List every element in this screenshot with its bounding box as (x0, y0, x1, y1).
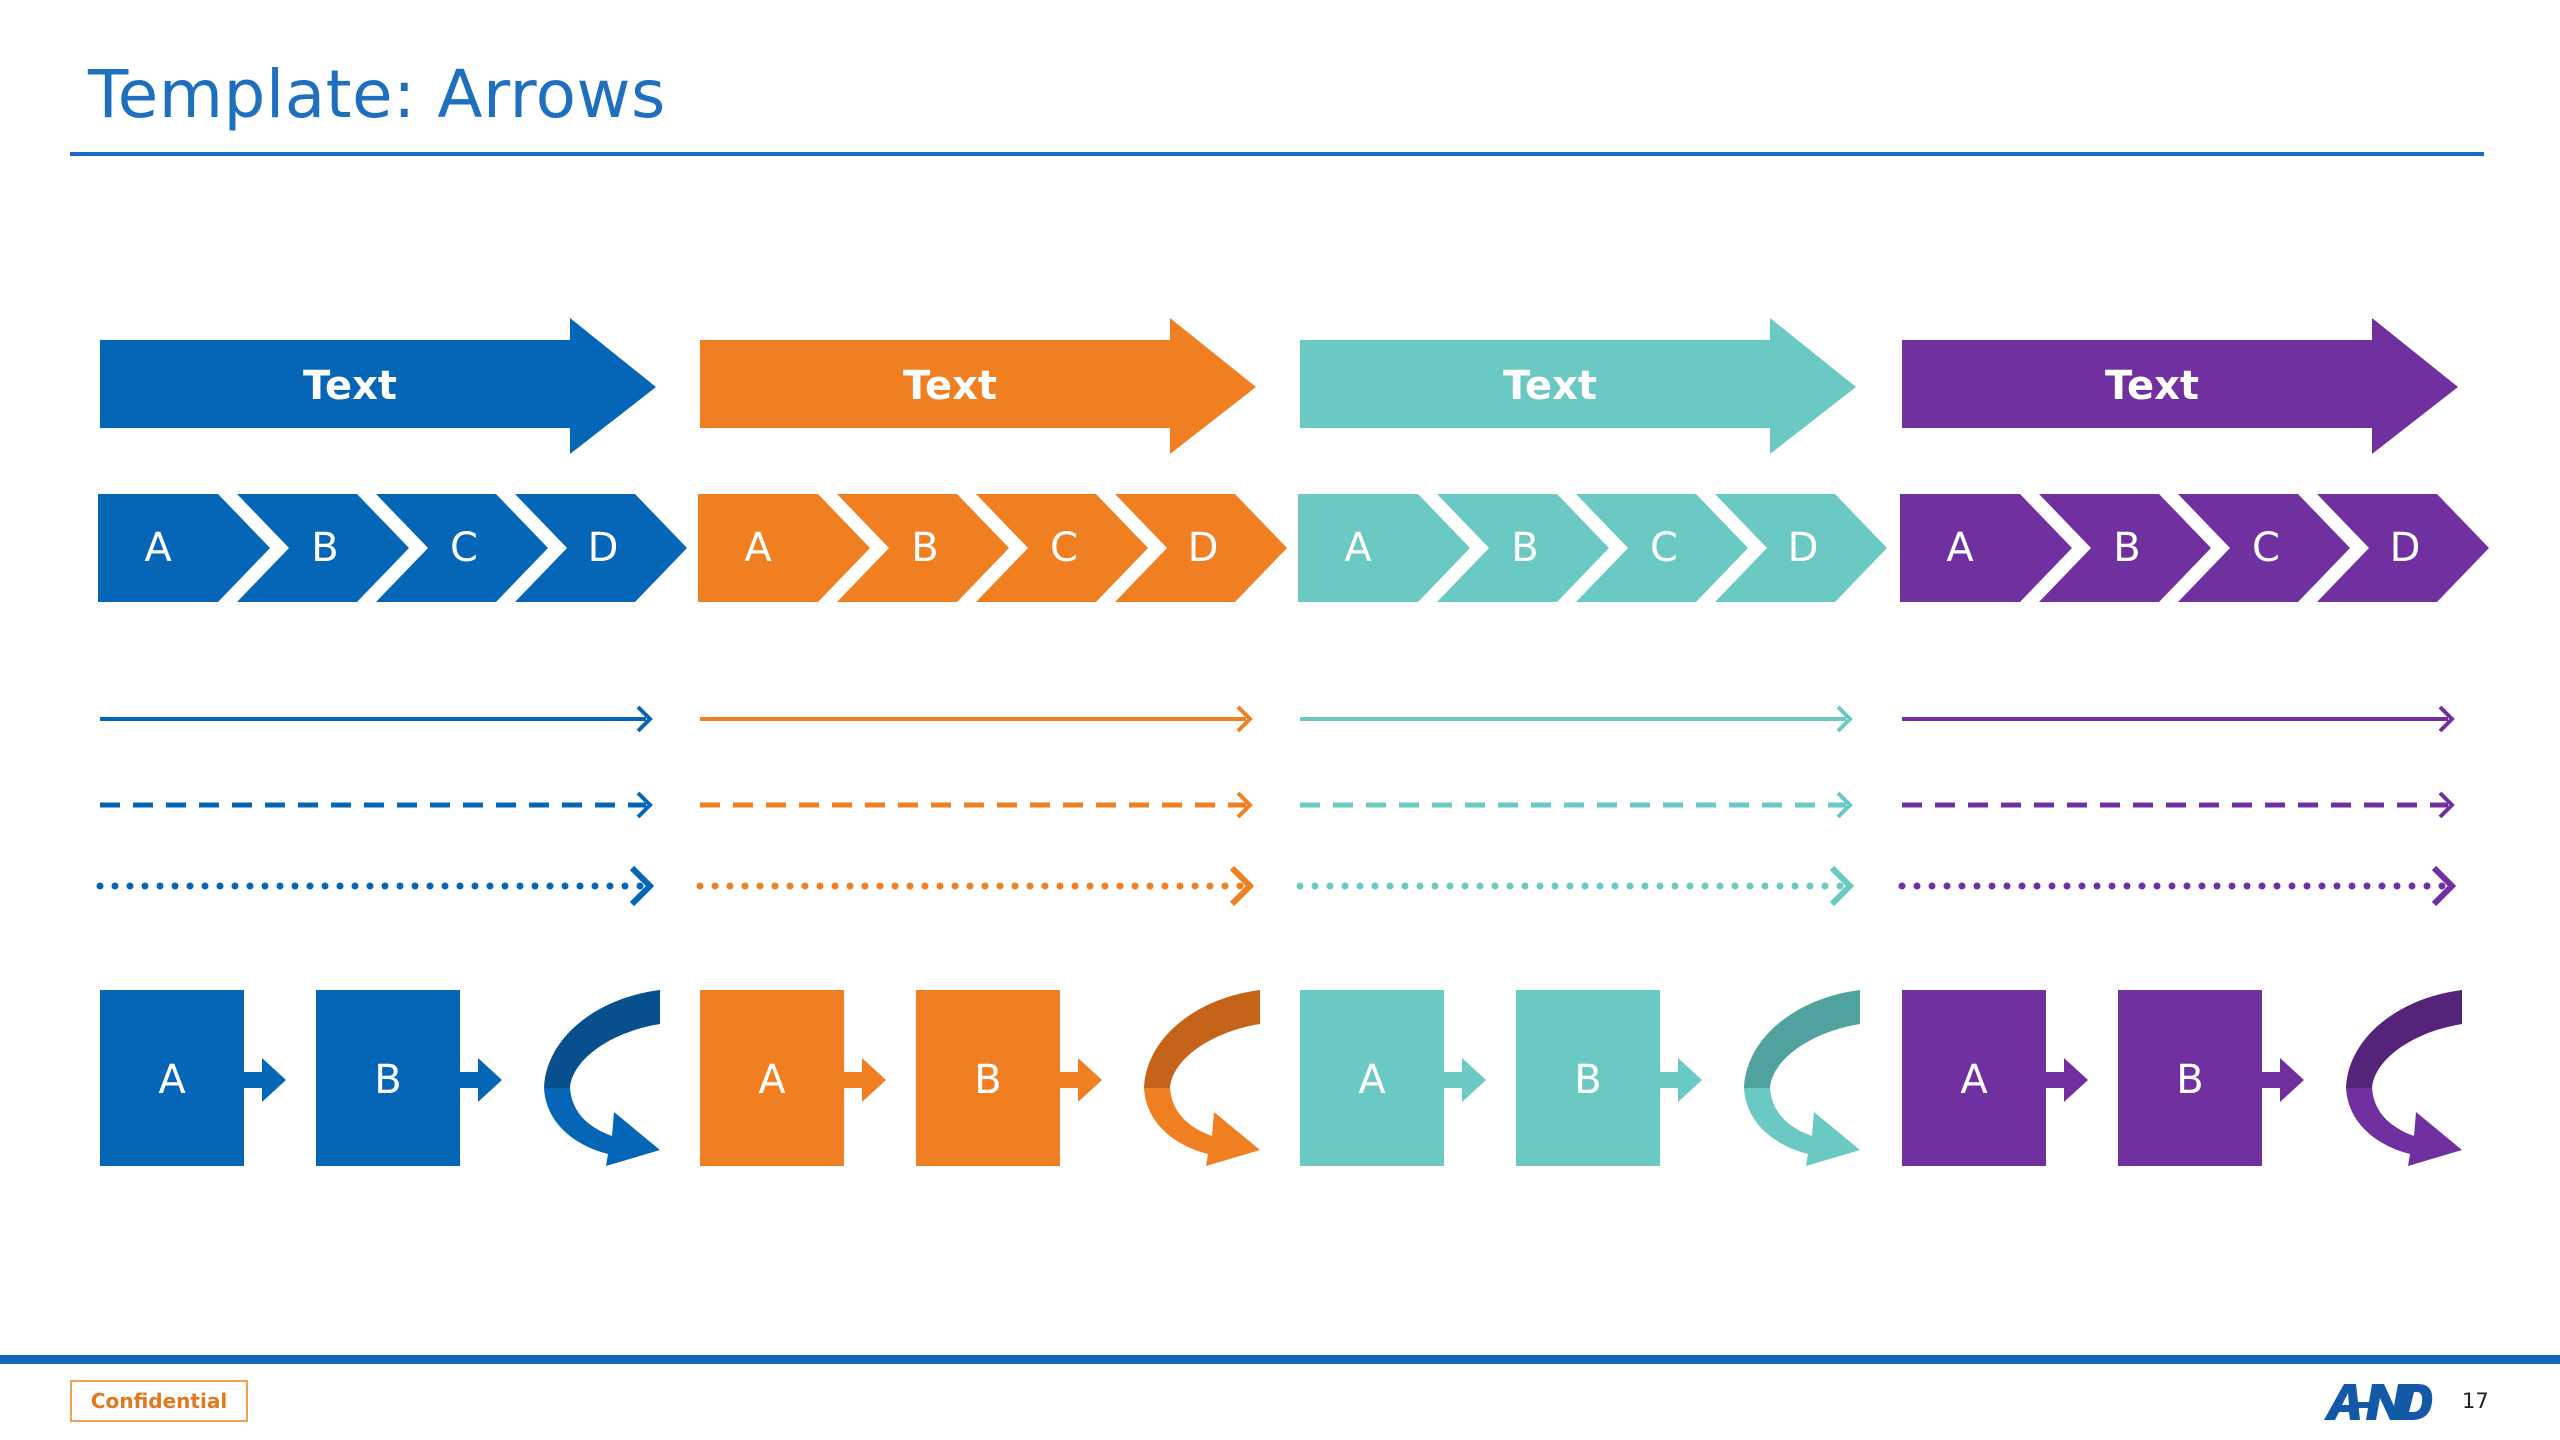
block-arrow-label: Text (2105, 363, 2199, 409)
flow-connector-arrow (244, 1058, 286, 1102)
title-divider (70, 152, 2484, 156)
chevron-step (1900, 494, 2072, 602)
arrowhead (2438, 705, 2455, 733)
chevron-step (376, 494, 548, 602)
flow-box-label: B (2176, 1057, 2203, 1103)
chevron-step (837, 494, 1009, 602)
chevron-step (2317, 494, 2489, 602)
chevron-label: C (2252, 525, 2280, 571)
footer-bar (0, 1355, 2560, 1364)
flow-connector-arrow (844, 1058, 886, 1102)
flow-connector-arrow (1060, 1058, 1102, 1102)
chevron-label: D (2390, 525, 2421, 571)
flow-box-label: A (158, 1057, 186, 1103)
block-arrow-blue (100, 318, 656, 454)
curved-arrow-bottom (1744, 1088, 1860, 1166)
block-arrow-purple (1902, 318, 2458, 454)
block-arrow-label: Text (903, 363, 997, 409)
flow-box-label: B (974, 1057, 1001, 1103)
curved-arrow-top (1744, 990, 1860, 1088)
flow-connector-arrow (2262, 1058, 2304, 1102)
curved-arrow-top (2346, 990, 2462, 1088)
chevron-step (98, 494, 270, 602)
flow-connector-arrow (1444, 1058, 1486, 1102)
flow-box (916, 990, 1060, 1166)
flow-connector-arrow (2046, 1058, 2088, 1102)
arrowhead (1836, 791, 1853, 819)
arrowhead (636, 705, 653, 733)
chevron-step (1576, 494, 1748, 602)
chevron-step (1115, 494, 1287, 602)
curved-arrow-bottom (2346, 1088, 2462, 1166)
arrowhead (1236, 705, 1253, 733)
chevron-step (2039, 494, 2211, 602)
chevron-step (976, 494, 1148, 602)
arrowhead (1236, 791, 1253, 819)
arrowhead (629, 865, 655, 907)
confidential-label: Confidential (70, 1380, 248, 1422)
block-arrow-label: Text (303, 363, 397, 409)
block-arrow-orange (700, 318, 1256, 454)
chevron-label: D (1788, 525, 1819, 571)
chevron-label: A (744, 525, 772, 571)
flow-box-label: A (758, 1057, 786, 1103)
flow-connector-arrow (1660, 1058, 1702, 1102)
arrowhead (1229, 865, 1255, 907)
flow-box-label: A (1960, 1057, 1988, 1103)
chevron-step (1298, 494, 1470, 602)
curved-arrow-bottom (544, 1088, 660, 1166)
chevron-step (698, 494, 870, 602)
arrowhead (1836, 705, 1853, 733)
chevron-label: A (1344, 525, 1372, 571)
chevron-step (237, 494, 409, 602)
flow-box (2118, 990, 2262, 1166)
flow-box-label: B (1574, 1057, 1601, 1103)
arrowhead (636, 791, 653, 819)
flow-box-label: A (1358, 1057, 1386, 1103)
chevron-label: A (144, 525, 172, 571)
curved-arrow-bottom (1144, 1088, 1260, 1166)
chevron-label: D (1188, 525, 1219, 571)
block-arrow-teal (1300, 318, 1856, 454)
chevron-label: A (1946, 525, 1974, 571)
page-number: 17 (2462, 1389, 2489, 1413)
arrowhead (1829, 865, 1855, 907)
chevron-label: B (1511, 525, 1538, 571)
curved-arrow-top (544, 990, 660, 1088)
slide-title: Template: Arrows (88, 56, 666, 133)
chevron-label: B (311, 525, 338, 571)
arrowhead (2431, 865, 2457, 907)
chevron-label: C (1650, 525, 1678, 571)
chevron-step (515, 494, 687, 602)
chevron-label: D (588, 525, 619, 571)
curved-arrow-top (1144, 990, 1260, 1088)
flow-connector-arrow (460, 1058, 502, 1102)
flow-box (316, 990, 460, 1166)
flow-box (700, 990, 844, 1166)
chevron-label: B (2113, 525, 2140, 571)
chevron-step (1437, 494, 1609, 602)
flow-box (1516, 990, 1660, 1166)
arrowhead (2438, 791, 2455, 819)
block-arrow-label: Text (1503, 363, 1597, 409)
chevron-step (1715, 494, 1887, 602)
chevron-label: C (450, 525, 478, 571)
chevron-step (2178, 494, 2350, 602)
flow-box (100, 990, 244, 1166)
brand-logo (2324, 1384, 2433, 1420)
flow-box (1902, 990, 2046, 1166)
chevron-label: B (911, 525, 938, 571)
flow-box (1300, 990, 1444, 1166)
chevron-label: C (1050, 525, 1078, 571)
flow-box-label: B (374, 1057, 401, 1103)
